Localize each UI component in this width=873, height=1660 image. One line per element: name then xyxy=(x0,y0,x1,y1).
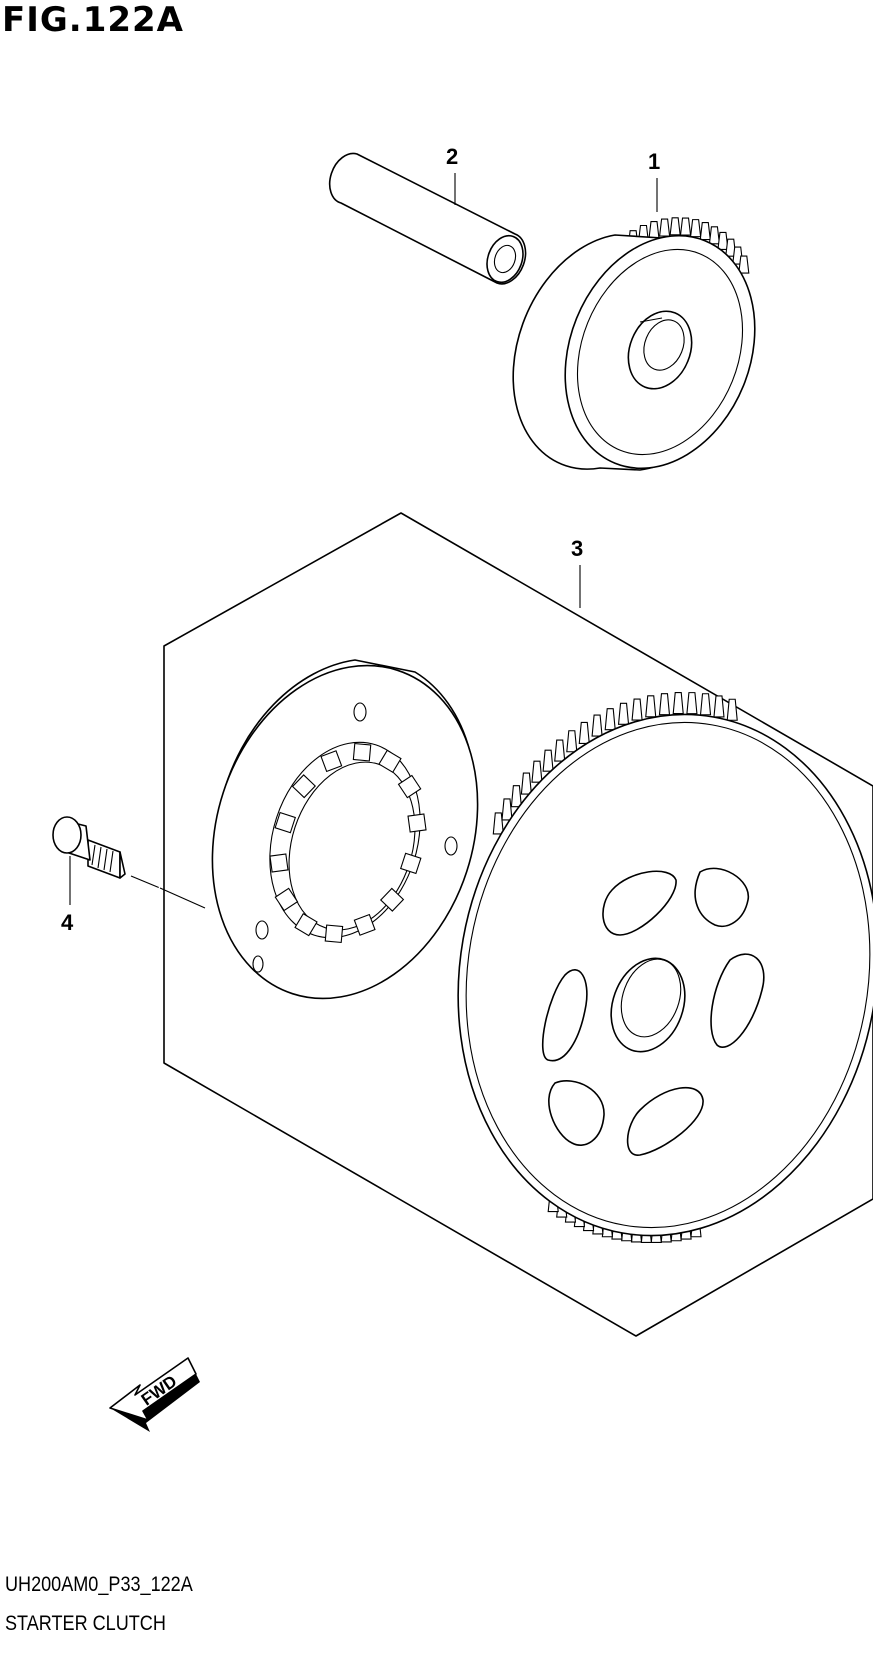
gear-tooth xyxy=(566,730,578,753)
gear-tooth xyxy=(658,693,671,716)
gear-tooth xyxy=(591,714,603,737)
part-4-bolt[interactable] xyxy=(52,816,206,909)
drawing-caption: STARTER CLUTCH xyxy=(5,1612,166,1635)
gear-tooth xyxy=(531,760,543,783)
clutch-sprag xyxy=(324,924,344,944)
clutch-sprag xyxy=(378,749,402,774)
gear-tooth xyxy=(725,238,737,257)
callout-4[interactable]: 4 xyxy=(61,910,74,935)
starter-driven-gear[interactable] xyxy=(418,681,873,1269)
gear-tooth xyxy=(631,698,643,721)
gear-tooth xyxy=(669,217,681,236)
clutch-sprag xyxy=(274,887,299,912)
clutch-sprag xyxy=(352,742,372,762)
one-way-clutch[interactable] xyxy=(171,631,520,1033)
gear-tooth xyxy=(686,692,698,715)
gear-tooth xyxy=(738,255,750,274)
part-1-starter-idle-gear[interactable] xyxy=(512,207,788,497)
gear-tooth xyxy=(717,231,729,250)
clutch-sprag xyxy=(269,853,289,873)
clutch-sprag xyxy=(291,774,317,799)
gear-tooth xyxy=(699,222,711,241)
gear-tooth xyxy=(520,772,532,795)
gear-tooth xyxy=(617,702,630,725)
drawing-code: UH200AM0_P33_122A xyxy=(5,1573,193,1596)
gear-tooth xyxy=(645,695,657,718)
gear-tooth xyxy=(658,218,671,237)
clutch-sprag xyxy=(379,887,405,912)
clutch-sprag xyxy=(407,813,427,833)
clutch-sprag xyxy=(399,852,422,875)
clutch-sprag xyxy=(294,912,318,937)
part-3-assembly-outline xyxy=(163,512,873,1337)
gear-tooth xyxy=(713,695,725,718)
figure-title: FIG.122A xyxy=(2,0,184,40)
clutch-sprag xyxy=(320,750,343,773)
gear-tooth xyxy=(554,739,566,762)
gear-tooth xyxy=(501,798,513,821)
gear-tooth xyxy=(510,785,522,808)
gear-tooth xyxy=(492,812,504,835)
gear-tooth xyxy=(604,708,616,731)
gear-tooth xyxy=(708,226,721,245)
callout-2[interactable]: 2 xyxy=(446,144,458,169)
part-2-shaft[interactable] xyxy=(328,152,529,287)
gear-tooth xyxy=(578,721,590,744)
gear-tooth xyxy=(672,692,684,715)
clutch-sprag xyxy=(397,774,422,799)
gear-tooth xyxy=(689,219,702,238)
callout-1[interactable]: 1 xyxy=(648,149,660,174)
clutch-sprag xyxy=(274,811,297,834)
fwd-direction-arrow: FWD xyxy=(109,1357,200,1432)
gear-tooth xyxy=(726,698,738,721)
callout-3[interactable]: 3 xyxy=(571,536,583,561)
clutch-sprag xyxy=(353,913,376,936)
gear-tooth xyxy=(679,217,692,236)
gear-tooth xyxy=(699,693,712,716)
gear-tooth xyxy=(648,221,660,240)
gear-tooth xyxy=(542,749,554,772)
